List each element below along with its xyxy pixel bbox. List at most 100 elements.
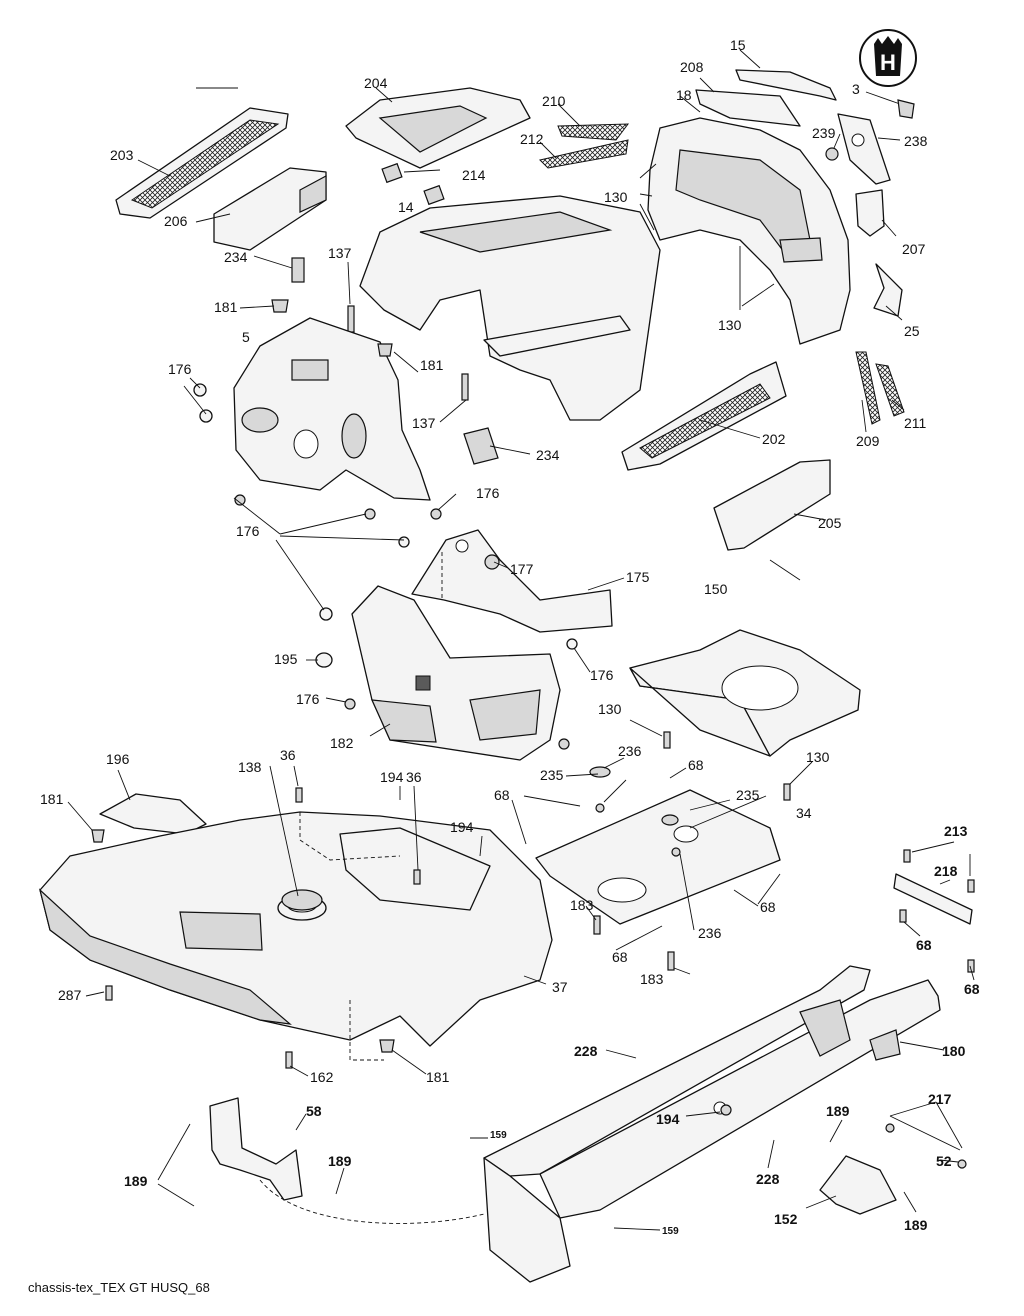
callout: 217 [928,1091,952,1107]
callout: 235 [540,767,564,783]
callout: 18 [676,87,692,103]
callout: 181 [420,357,444,373]
part-175-bracket [411,529,613,633]
callout: 181 [40,791,64,807]
callout: 203 [110,147,134,163]
callout: 182 [330,735,354,751]
callout: 239 [812,125,836,141]
bolts [105,731,975,1169]
callout: 176 [168,361,192,377]
callout: 68 [688,757,704,773]
callout: 210 [542,93,566,109]
part-25-trim [873,263,903,317]
callout: 183 [570,897,594,913]
callout: 214 [462,167,486,183]
logo-mark: H [880,50,896,75]
callout: 194 [450,819,474,835]
callout: 218 [934,863,958,879]
crown-h-logo-icon: H [859,29,917,119]
callout: 181 [426,1069,450,1085]
part-210-212-side-grilles [539,123,630,169]
part-152-guard [819,1155,897,1215]
callout: 37 [552,979,568,995]
leader-lines [67,49,975,1231]
part-37-deck [38,811,553,1047]
callout: 183 [640,971,664,987]
callout: 15 [730,37,746,53]
callout: 159 [662,1226,679,1237]
part-218-bar [893,873,973,925]
callout: 207 [902,241,926,257]
callout: 236 [698,925,722,941]
part-195-grommet [315,652,333,668]
callout: 68 [916,937,932,953]
callout: 189 [124,1173,148,1189]
callout: 176 [590,667,614,683]
callout: 130 [718,317,742,333]
callout: 130 [604,189,628,205]
part-5-dash [233,317,431,501]
callout: 68 [760,899,776,915]
part-217-rod [889,1115,961,1151]
callout: 34 [796,805,812,821]
callout: 180 [942,1043,966,1059]
callout: 36 [280,747,296,763]
callout: 212 [520,131,544,147]
part-138-cap [281,889,323,911]
part-205-panel [713,459,831,551]
part-180-chassis-frame [483,965,941,1283]
part-182-body [351,585,561,761]
part-181-fasteners [91,299,395,1053]
callout: 152 [774,1211,798,1227]
callout: 238 [904,133,928,149]
part-58-bracket [209,1097,303,1201]
part-14-hood [359,195,661,421]
part-209-211-grilles [855,351,905,425]
callout: 176 [236,523,260,539]
callout-labels: 15 3 204 208 210 18 212 239 238 203 214 … [40,37,980,1237]
callout: 176 [296,691,320,707]
callout: 68 [964,981,980,997]
callout: 196 [106,751,130,767]
callout: 205 [818,515,842,531]
callout: 194 [656,1111,680,1127]
callout: 130 [598,701,622,717]
callout: 36 [406,769,422,785]
callout: 137 [412,415,436,431]
callout: 68 [494,787,510,803]
callout: 204 [364,75,388,91]
part-196-cover [99,793,207,835]
callout: 58 [306,1103,322,1119]
callout: 177 [510,561,534,577]
callout: 194 [380,769,404,785]
part-208-badge [695,89,801,127]
callout: 228 [756,1171,780,1187]
callout: 14 [398,199,414,215]
callout: 130 [806,749,830,765]
callout: 228 [574,1043,598,1059]
part-176-pins [193,383,578,750]
callout: 5 [242,329,250,345]
part-206-bracket [213,167,327,251]
callout: 175 [626,569,650,585]
part-204-hood-top [345,87,531,169]
callout: 202 [762,431,786,447]
callout: 162 [310,1069,334,1085]
callout: 68 [612,949,628,965]
callout: 209 [856,433,880,449]
part-203-grille [115,107,289,219]
part-207-light [855,189,885,237]
callout: 208 [680,59,704,75]
callout: 176 [476,485,500,501]
part-202-lower-grille [621,361,787,471]
callout: 189 [904,1217,928,1233]
callout: 189 [328,1153,352,1169]
callout: 52 [936,1153,952,1169]
callout: 235 [736,787,760,803]
callout: 3 [852,81,860,97]
part-177-grommet [484,554,500,570]
part-214-clips [381,162,445,206]
part-15-trim [735,69,837,101]
callout: 159 [490,1130,507,1141]
